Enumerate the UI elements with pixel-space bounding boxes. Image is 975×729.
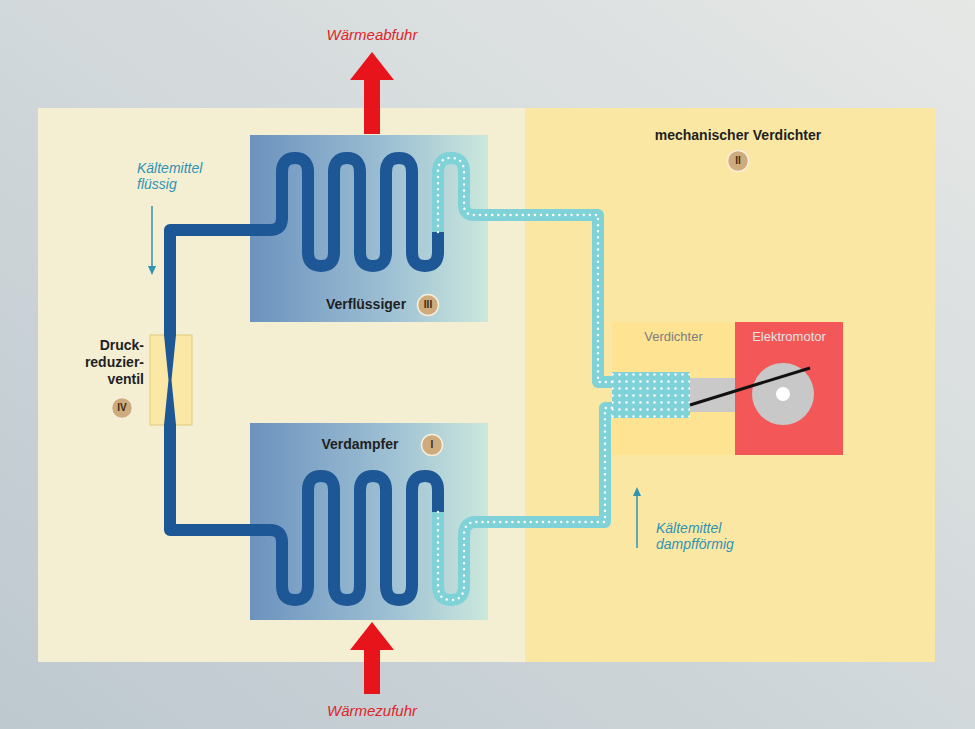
vapor-pipe: [488, 215, 612, 382]
motor-housing: [735, 322, 843, 455]
motor-box: Elektromotor: [735, 322, 845, 455]
heat-arrow: [350, 622, 394, 694]
callout-number: I: [421, 434, 443, 456]
flow-label: Kältemittel dampfförmig: [656, 520, 752, 552]
node-label: Druck- reduzier- ventil: [62, 337, 144, 388]
node-label: Elektromotor: [735, 329, 843, 345]
compressor-box: Verdichter: [612, 322, 737, 455]
callout-number: II: [727, 150, 749, 172]
heat-label: Wärmezufuhr: [292, 702, 452, 719]
condenser-box: [250, 135, 488, 322]
node-label: Verdampfer: [308, 436, 412, 453]
node-label: Verflüssiger: [316, 296, 416, 313]
node-label: mechanischer Verdichter: [620, 127, 856, 144]
compressor-panel: mechanischer VerdichterII VerdichterElekt…: [525, 108, 935, 662]
condenser-box: VerflüssigerIII: [250, 135, 488, 322]
liquid-pipe: [170, 230, 250, 335]
evaporator-box: [250, 423, 488, 620]
flow-arrow: [633, 487, 641, 548]
compressor-chamber: [612, 372, 690, 418]
vapor-pipe: [488, 408, 612, 522]
callout-number: IV: [111, 397, 133, 419]
node-label: Verdichter: [612, 329, 735, 345]
motor-axle: [776, 387, 790, 401]
liquid-pipe: [170, 425, 250, 530]
connecting-rod: [690, 368, 810, 405]
callout-number: IV: [111, 397, 133, 419]
flow-arrow: [148, 206, 156, 275]
callout-number: II: [727, 150, 749, 172]
left-panel: [38, 108, 525, 662]
compressor-chamber: [612, 372, 690, 418]
motor-wheel: [752, 363, 814, 425]
callout-number: I: [421, 434, 443, 456]
valve-body: [150, 335, 192, 425]
flow-label: Kältemittel flüssig: [137, 160, 219, 192]
callout-number: III: [417, 294, 439, 316]
evaporator-box: Verdampfer I: [250, 423, 488, 620]
piston: [690, 378, 735, 412]
heat-arrow: [350, 52, 394, 134]
condenser-coil: [250, 158, 488, 266]
callout-number: III: [417, 294, 439, 316]
right-panel: [525, 108, 935, 662]
heat-label: Wärmeabfuhr: [292, 26, 452, 43]
valve-throat: [164, 335, 176, 425]
evaporator-coil: [250, 476, 488, 600]
compressor-housing: [612, 322, 735, 455]
